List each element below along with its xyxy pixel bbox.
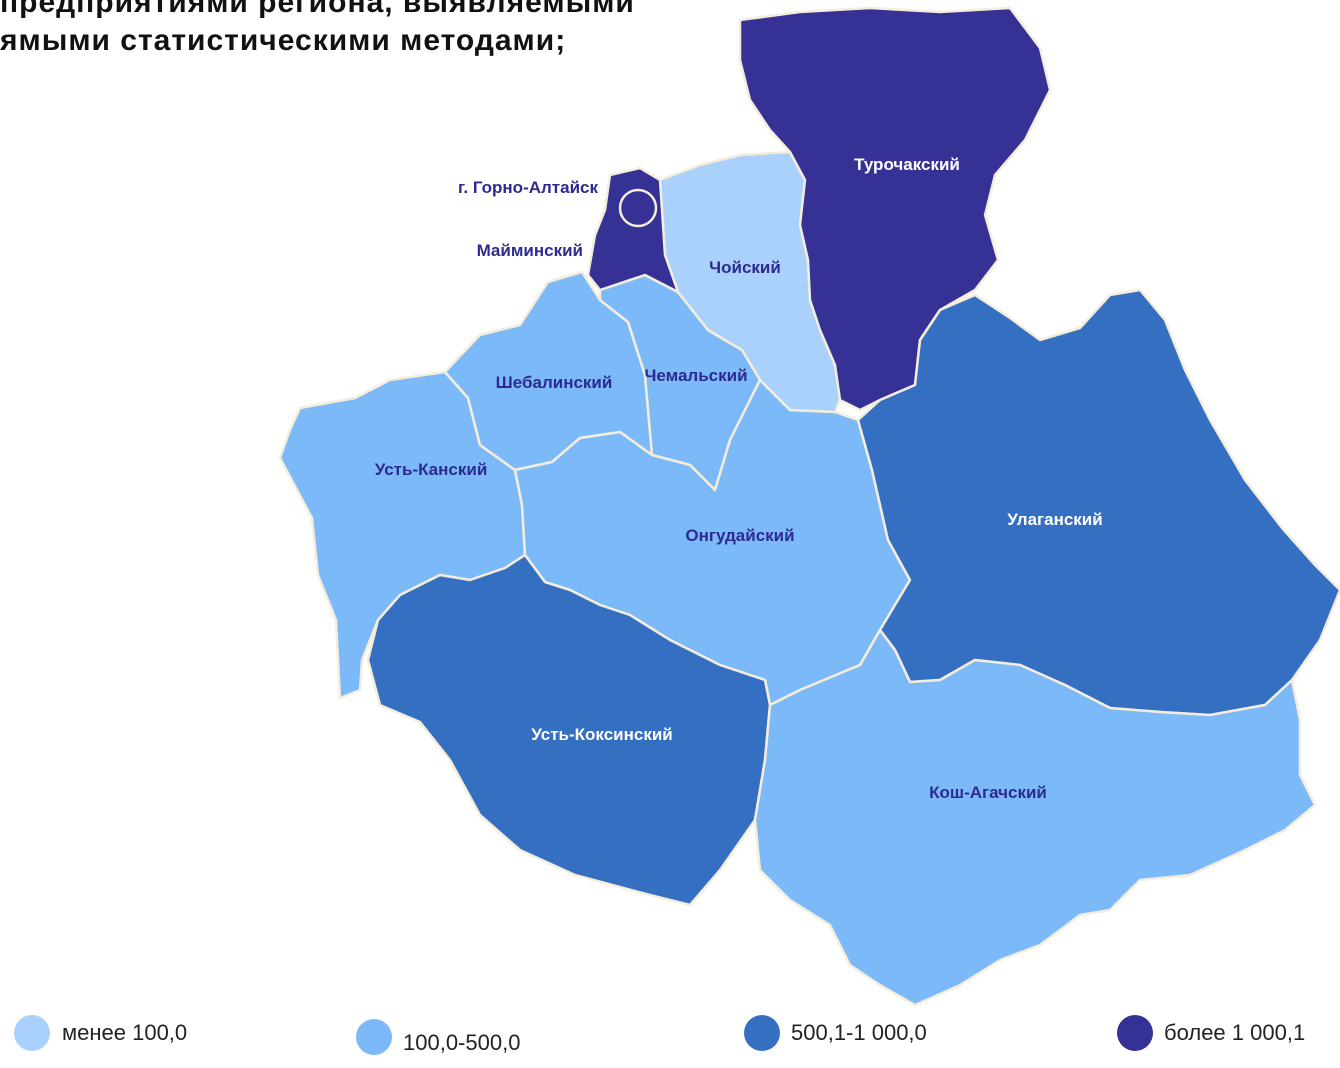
region-label-kosh-agachsky: Кош-Агачский	[929, 783, 1047, 802]
region-gorno-altaisk[interactable]	[618, 188, 658, 228]
region-label-shebalinsky: Шебалинский	[496, 373, 613, 392]
legend-label-under-100: менее 100,0	[62, 1020, 188, 1045]
legend-swatch-from-500-to-1000	[744, 1015, 780, 1051]
legend-label-over-1000: более 1 000,1	[1164, 1020, 1306, 1045]
legend-swatch-under-100	[14, 1015, 50, 1051]
legend-label-from-500-to-1000: 500,1-1 000,0	[791, 1020, 927, 1045]
legend-swatch-over-1000	[1117, 1015, 1153, 1051]
region-mayminsky[interactable]	[586, 166, 680, 294]
legend-swatch-from-100-to-500	[356, 1019, 392, 1055]
region-ulagansky[interactable]	[856, 288, 1340, 717]
region-label-choysky: Чойский	[709, 258, 781, 277]
region-label-turochaksky: Турочакский	[854, 155, 960, 174]
region-label-mayminsky: Майминский	[477, 241, 583, 260]
region-label-ongudaysky: Онгудайский	[685, 526, 794, 545]
region-label-ulagansky: Улаганский	[1007, 510, 1102, 529]
legend-label-from-100-to-500: 100,0-500,0	[403, 1030, 521, 1055]
heading-line-1: предприятиями региона, выявляемыми	[0, 0, 635, 19]
region-label-gorno-altaisk: г. Горно-Алтайск	[458, 178, 598, 197]
page-heading: предприятиями региона, выявляемыми ямыми…	[0, 0, 740, 60]
region-label-ust-kansky: Усть-Канский	[375, 460, 488, 479]
region-label-chemalsky: Чемальский	[644, 366, 747, 385]
region-label-ust-koksinsky: Усть-Коксинский	[531, 725, 672, 744]
region-kosh-agachsky[interactable]	[753, 628, 1317, 1007]
heading-line-2: ямыми статистическими методами;	[0, 24, 567, 57]
